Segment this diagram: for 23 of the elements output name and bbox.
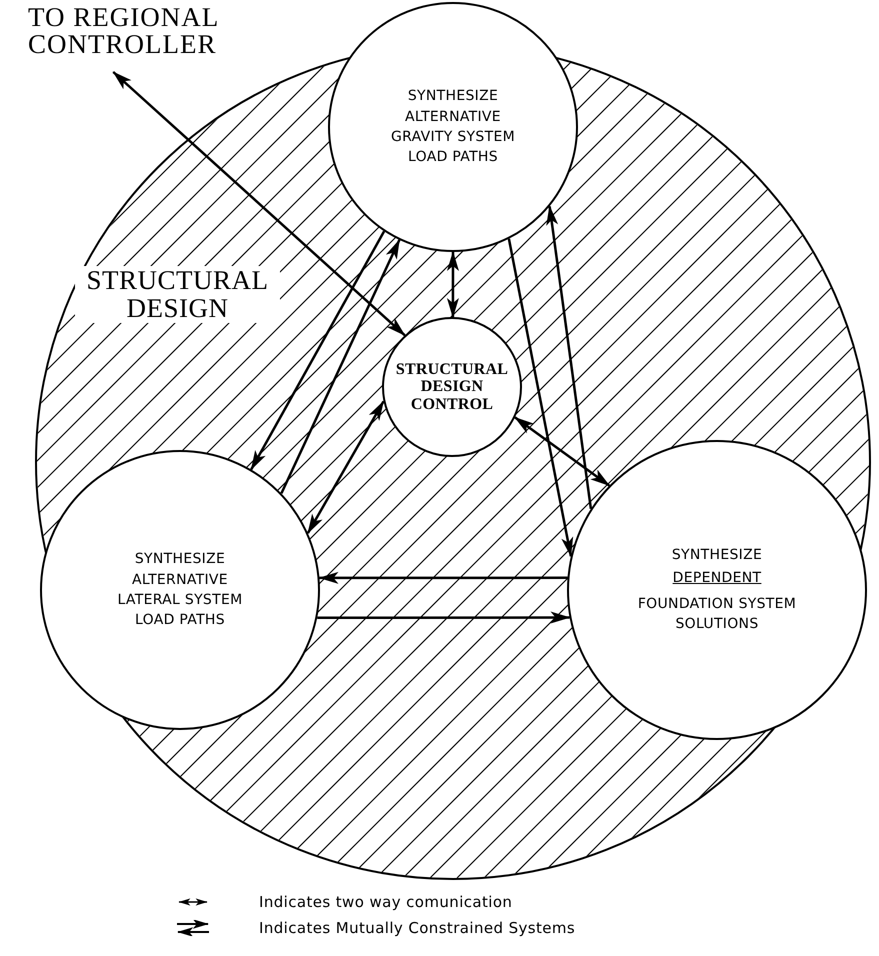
arrow <box>318 572 568 584</box>
legend-text: Indicates Mutually Constrained Systems <box>259 919 576 937</box>
process-label: SYNTHESIZE <box>670 546 764 566</box>
process-circle <box>567 440 867 740</box>
arrow <box>306 400 385 534</box>
control-label: STRUCTURAL DESIGN CONTROL <box>394 360 510 414</box>
process-label: DEPENDENT <box>672 568 762 588</box>
system-name: STRUCTURAL DESIGN <box>75 266 280 323</box>
destination-label: TO REGIONAL CONTROLLER <box>28 4 220 58</box>
legend-text: Indicates two way comunication <box>259 893 512 911</box>
arrow <box>446 251 459 318</box>
process-label: FOUNDATION SYSTEM SOLUTIONS <box>636 595 798 634</box>
arrow <box>112 71 406 336</box>
process-label: SYNTHESIZE ALTERNATIVE GRAVITY SYSTEM LOAD PATHS <box>390 87 516 168</box>
control-circle <box>382 317 522 457</box>
arrow <box>514 416 610 487</box>
arrow <box>546 205 592 509</box>
process-circle <box>40 450 320 730</box>
arrow <box>250 230 386 470</box>
arrow <box>280 239 401 494</box>
process-label: SYNTHESIZE ALTERNATIVE LATERAL SYSTEM LOAD PATHS <box>116 550 244 630</box>
arrow <box>317 612 570 624</box>
arrow <box>508 238 574 558</box>
